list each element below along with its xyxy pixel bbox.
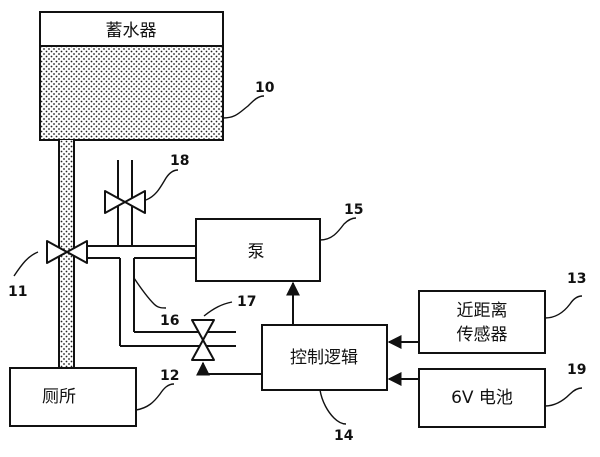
main-valve-icon xyxy=(46,240,88,264)
battery-block: 6V 电池 xyxy=(418,368,546,428)
top-valve-icon xyxy=(104,190,146,214)
control-block: 控制逻辑 xyxy=(261,324,388,391)
ref-control: 14 xyxy=(334,428,354,444)
battery-label: 6V 电池 xyxy=(451,388,513,408)
signal-arrows xyxy=(196,281,419,386)
reservoir-block: 蓄水器 xyxy=(39,11,224,141)
ref-valve-control: 17 xyxy=(237,294,256,310)
ref-pump: 15 xyxy=(344,202,363,218)
pump-label: 泵 xyxy=(248,242,265,262)
sensor-label-line2: 传感器 xyxy=(457,325,508,345)
ref-reservoir: 10 xyxy=(255,80,275,96)
toilet-label: 厕所 xyxy=(42,387,76,407)
reservoir-label: 蓄水器 xyxy=(106,21,157,41)
ref-pipe: 16 xyxy=(160,313,179,329)
sensor-block: 近距离 传感器 xyxy=(418,290,546,354)
toilet-block: 厕所 xyxy=(9,367,137,427)
ref-valve-main: 11 xyxy=(8,284,27,300)
ref-battery: 19 xyxy=(567,362,586,378)
sensor-label-line1: 近距离 xyxy=(457,301,508,321)
ref-toilet: 12 xyxy=(160,368,179,384)
pump-block: 泵 xyxy=(195,218,321,282)
reference-numbers: 10 11 12 13 14 15 16 17 18 19 xyxy=(8,80,586,444)
control-valve-icon xyxy=(191,319,215,361)
ref-valve-top: 18 xyxy=(170,153,189,169)
ref-sensor: 13 xyxy=(567,271,586,287)
control-label: 控制逻辑 xyxy=(290,348,358,368)
reference-leaders xyxy=(13,95,583,425)
